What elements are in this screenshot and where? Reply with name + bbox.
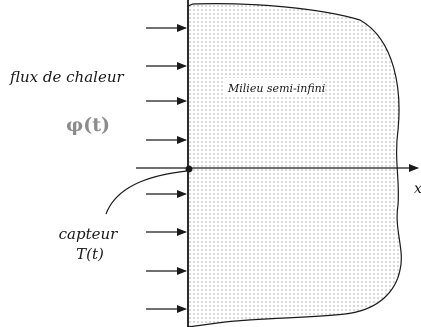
medium-label: Milieu semi-infini: [227, 82, 325, 95]
medium-label-background: [224, 78, 322, 96]
sensor-leader-line: [105, 170, 188, 215]
sensor-label-line1: capteur: [59, 225, 119, 243]
semi-infinite-medium-region: [187, 3, 402, 327]
sensor-label-line2: T(t): [76, 245, 104, 263]
axis-label-x: x: [414, 181, 421, 197]
phi-label: φ(t): [66, 114, 110, 136]
flux-label: flux de chaleur: [9, 68, 124, 86]
sensor-point: [185, 165, 193, 173]
heat-flux-arrows: [146, 24, 187, 313]
